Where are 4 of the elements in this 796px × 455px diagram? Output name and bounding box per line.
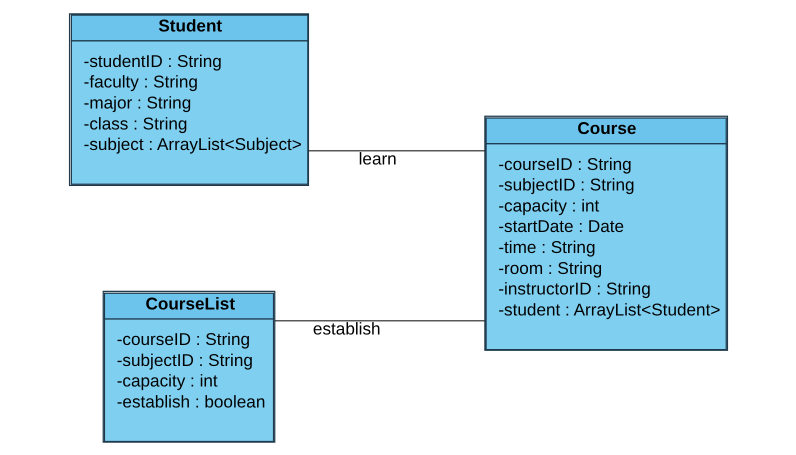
edge-label: learn xyxy=(358,148,396,168)
connector xyxy=(274,320,484,321)
edge-label: establish xyxy=(312,318,380,338)
connector xyxy=(308,150,484,151)
